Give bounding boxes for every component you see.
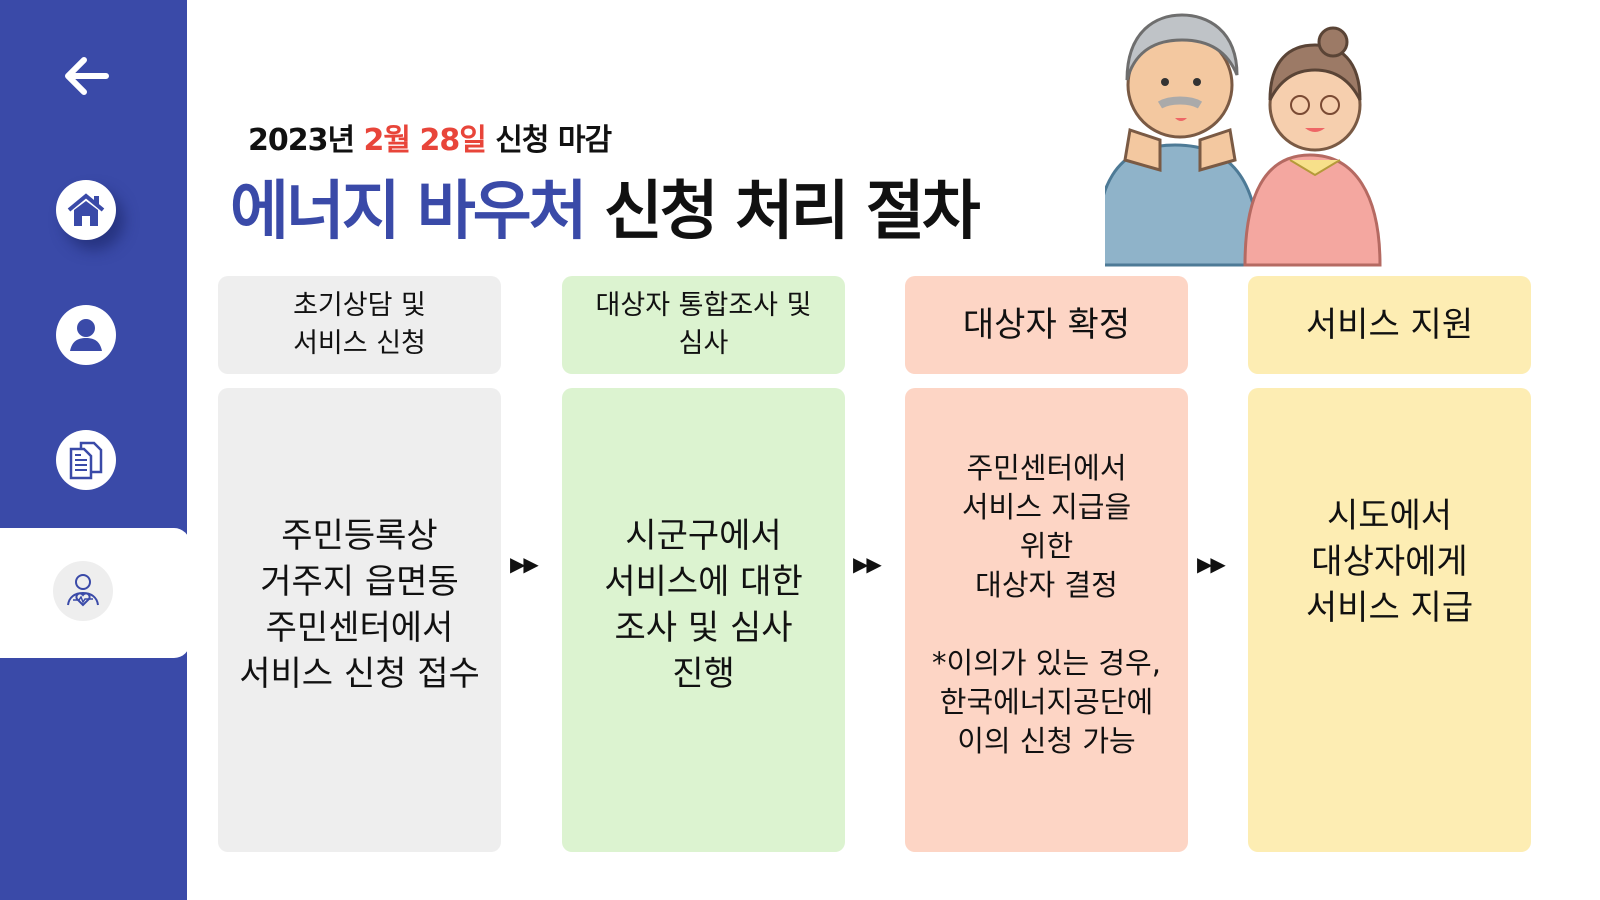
documents-icon	[69, 441, 103, 480]
step-arrow-icon: ▶▶	[853, 552, 882, 576]
title-highlight: 에너지 바우처	[230, 175, 588, 249]
home-icon	[67, 193, 105, 226]
step-4-body: 시도에서 대상자에게 서비스 지급	[1248, 388, 1531, 852]
step-3-body: 주민센터에서 서비스 지급을 위한 대상자 결정 *이의가 있는 경우, 한국에…	[905, 388, 1188, 852]
nav-care[interactable]	[53, 561, 113, 621]
nav-care-active[interactable]	[0, 528, 190, 658]
step-arrow-icon: ▶▶	[1197, 552, 1226, 576]
person-heart-icon	[67, 574, 99, 607]
elderly-couple-illustration	[1105, 13, 1382, 267]
page-title: 에너지 바우처 신청 처리 절차	[230, 160, 981, 252]
subtitle-year: 2023년	[248, 123, 364, 158]
sidebar	[0, 0, 190, 900]
deadline-subtitle: 2023년 2월 28일 신청 마감	[248, 115, 612, 159]
step-2-body: 시군구에서 서비스에 대한 조사 및 심사 진행	[562, 388, 845, 852]
subtitle-suffix: 신청 마감	[485, 123, 612, 158]
step-2-header: 대상자 통합조사 및 심사	[562, 276, 845, 374]
step-1-body: 주민등록상 거주지 읍면동 주민센터에서 서비스 신청 접수	[218, 388, 501, 852]
nav-profile[interactable]	[56, 305, 116, 365]
nav-home[interactable]	[56, 180, 116, 240]
step-arrow-icon: ▶▶	[510, 552, 539, 576]
step-3-header: 대상자 확정	[905, 276, 1188, 374]
step-1-header: 초기상담 및 서비스 신청	[218, 276, 501, 374]
user-icon	[70, 319, 102, 351]
subtitle-date: 2월 28일	[363, 123, 487, 158]
step-4-header: 서비스 지원	[1248, 276, 1531, 374]
back-arrow-icon[interactable]	[58, 52, 114, 100]
title-rest: 신청 처리 절차	[584, 175, 981, 249]
nav-documents[interactable]	[56, 430, 116, 490]
